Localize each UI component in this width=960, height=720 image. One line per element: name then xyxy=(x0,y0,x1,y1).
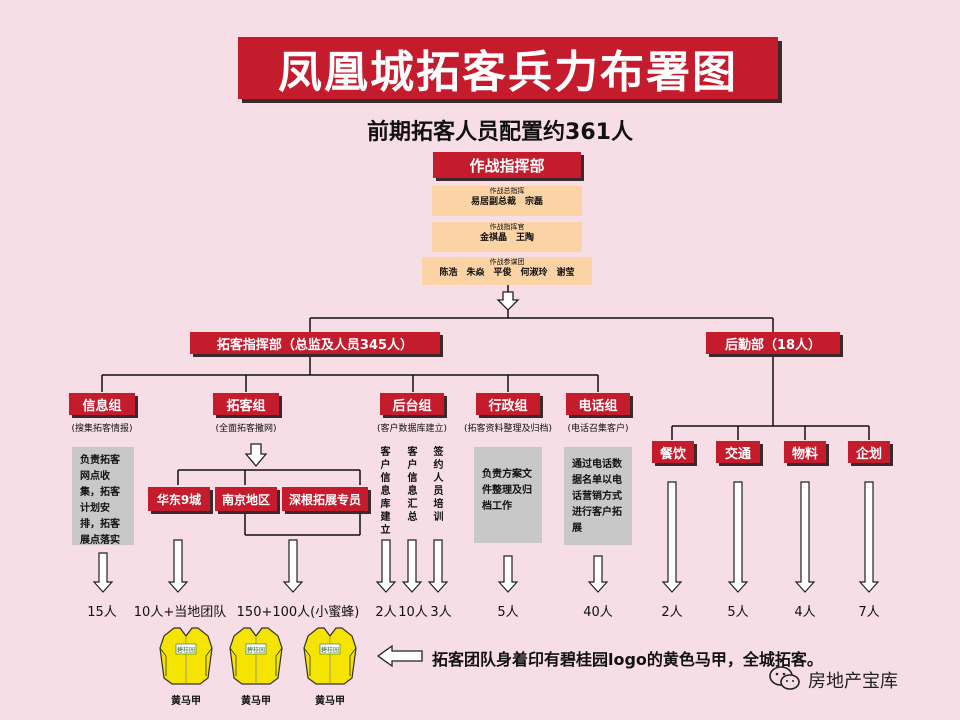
down-arrow-icon xyxy=(794,481,816,593)
backend-group-note: (客户数据库建立) xyxy=(376,424,448,434)
down-arrow-icon xyxy=(496,291,520,311)
caption-text: 拓客团队身着印有碧桂园logo的黄色马甲，全城拓客。 xyxy=(432,650,823,669)
vest-label: 黄马甲 xyxy=(171,696,201,707)
count-backend-1: 2人 xyxy=(375,605,397,620)
expansion-group-box: 拓客组 xyxy=(213,393,279,415)
down-arrow-icon xyxy=(401,539,423,593)
command-role-1: 作战总指挥 易居副总裁 宗磊 xyxy=(432,186,582,216)
info-group-note: (搜集拓客情报) xyxy=(71,424,133,434)
role-names: 陈浩 朱焱 平俊 何淑玲 谢莹 xyxy=(439,268,575,278)
role-title: 作战总指挥 xyxy=(489,187,525,195)
logistics-transport-box: 交通 xyxy=(716,441,760,463)
down-arrow-icon xyxy=(427,539,449,593)
vest-label: 黄马甲 xyxy=(315,696,345,707)
yellow-vest-icon: 碧桂园 xyxy=(158,626,214,690)
command-role-2: 作战指挥官 金祺晶 王陶 xyxy=(432,222,582,252)
team-deep-roots: 深根拓展专员 xyxy=(282,487,368,511)
info-group-desc: 负责拓客网点收集，拓客计划安排，拓客展点落实 xyxy=(72,447,134,546)
count-planning: 7人 xyxy=(858,605,880,620)
count-backend-3: 3人 xyxy=(430,605,452,620)
vest-logo-text: 碧桂园 xyxy=(177,646,195,654)
down-arrow-icon xyxy=(661,481,683,593)
vest-logo-text: 碧桂园 xyxy=(247,646,265,654)
admin-group-note: (拓客资料整理及归档) xyxy=(463,424,553,434)
admin-group-desc: 负责方案文件整理及归档工作 xyxy=(474,447,542,543)
wechat-icon xyxy=(768,665,802,697)
left-arrow-icon xyxy=(376,644,423,668)
command-box: 作战指挥部 xyxy=(433,152,581,178)
phone-group-desc: 通过电话数据名单以电话营销方式进行客户拓展 xyxy=(564,447,632,545)
count-info: 15人 xyxy=(87,605,117,620)
role-names: 易居副总裁 宗磊 xyxy=(470,197,543,207)
count-catering: 2人 xyxy=(661,605,683,620)
watermark-text: 房地产宝库 xyxy=(808,671,898,692)
count-east-china: 10人+当地团队 xyxy=(133,605,227,620)
down-arrow-icon xyxy=(858,481,880,593)
count-materials: 4人 xyxy=(794,605,816,620)
role-title: 作战指挥官 xyxy=(489,223,525,231)
logistics-catering-box: 餐饮 xyxy=(652,441,694,463)
down-arrow-icon xyxy=(92,552,114,593)
role-title: 作战参谋团 xyxy=(489,258,525,266)
page-subtitle: 前期拓客人员配置约361人 xyxy=(367,120,633,145)
yellow-vest-icon: 碧桂园 xyxy=(228,626,284,690)
down-arrow-icon xyxy=(497,555,519,593)
expansion-group-note: (全面拓客撒网) xyxy=(215,424,277,434)
count-deep-roots: 150+100人(小蜜蜂) xyxy=(236,605,360,620)
down-arrow-icon xyxy=(727,481,749,593)
backend-group-box: 后台组 xyxy=(380,393,444,415)
team-nanjing: 南京地区 xyxy=(215,487,277,511)
down-arrow-icon xyxy=(375,539,397,593)
phone-group-box: 电话组 xyxy=(566,393,630,415)
down-arrow-icon xyxy=(282,539,304,593)
backend-task-2: 客户信息汇总 xyxy=(407,447,418,523)
count-transport: 5人 xyxy=(727,605,749,620)
phone-group-note: (电话召集客户) xyxy=(567,424,629,434)
info-group-box: 信息组 xyxy=(69,393,135,415)
backend-task-3: 签约人员培训 xyxy=(433,447,444,523)
vest-logo-text: 碧桂园 xyxy=(321,646,339,654)
down-arrow-icon xyxy=(244,443,268,468)
logistics-box: 后勤部（18人） xyxy=(706,332,840,354)
team-east-china: 华东9城 xyxy=(148,487,210,511)
logistics-planning-box: 企划 xyxy=(848,441,890,463)
down-arrow-icon xyxy=(167,539,189,593)
vest-label: 黄马甲 xyxy=(241,696,271,707)
page-title: 凤凰城拓客兵力布署图 xyxy=(238,37,778,99)
count-admin: 5人 xyxy=(497,605,519,620)
down-arrow-icon xyxy=(587,555,609,593)
role-names: 金祺晶 王陶 xyxy=(479,233,534,243)
count-backend-2: 10人 xyxy=(398,605,428,620)
admin-group-box: 行政组 xyxy=(476,393,540,415)
command-role-3: 作战参谋团 陈浩 朱焱 平俊 何淑玲 谢莹 xyxy=(422,257,592,285)
backend-task-1: 客户信息库建立 xyxy=(380,447,391,536)
yellow-vest-icon: 碧桂园 xyxy=(302,626,358,690)
logistics-materials-box: 物料 xyxy=(784,441,826,463)
expansion-hq-box: 拓客指挥部（总监及人员345人） xyxy=(190,332,440,354)
count-phone: 40人 xyxy=(583,605,613,620)
